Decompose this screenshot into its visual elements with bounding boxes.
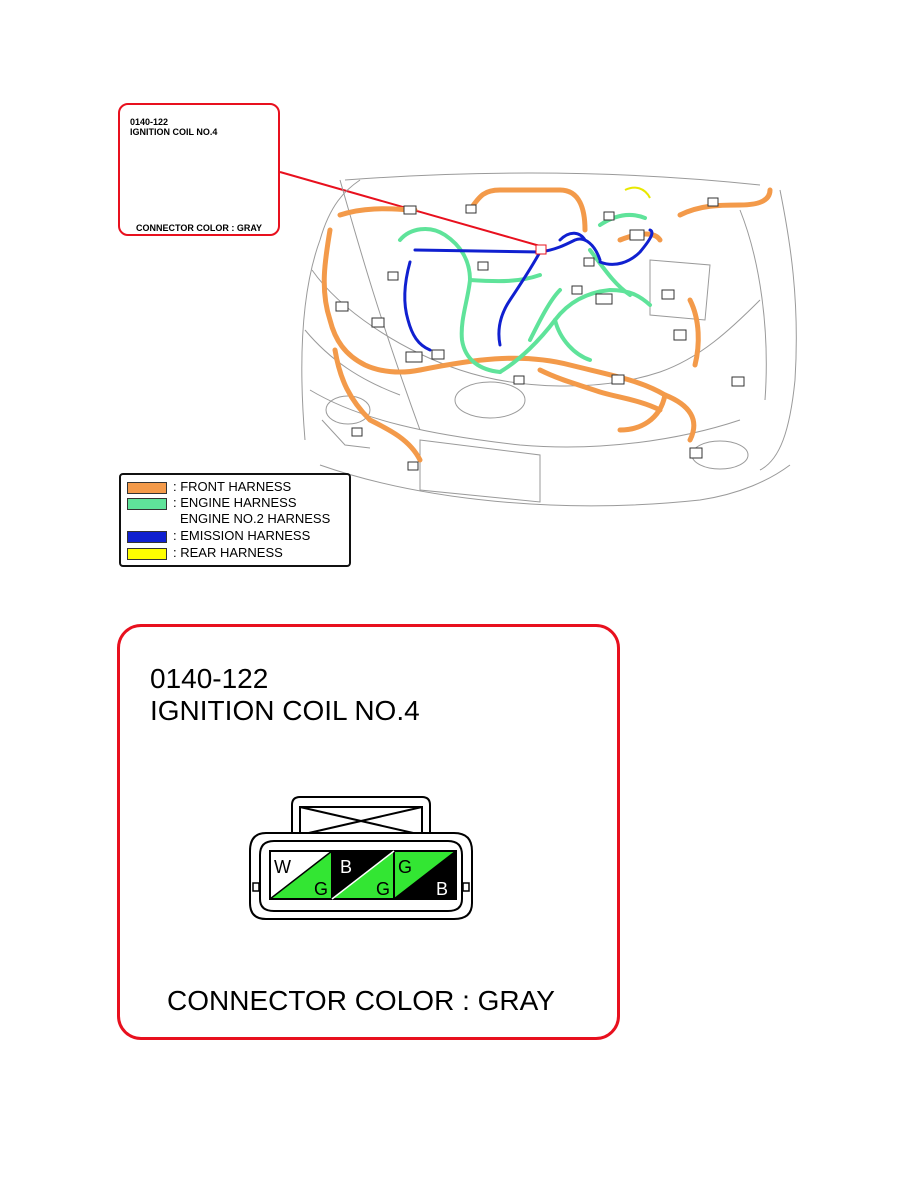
legend-item-front: : FRONT HARNESS bbox=[127, 480, 291, 494]
pin-3-top-label: G bbox=[398, 857, 412, 877]
pin-1-bottom-label: G bbox=[314, 879, 328, 899]
legend-swatch-emission bbox=[127, 530, 167, 543]
harness-legend: : FRONT HARNESS : ENGINE HARNESS ENGINE … bbox=[119, 473, 351, 567]
connector-detail-box: 0140-122 IGNITION COIL NO.4 bbox=[117, 624, 620, 1040]
harness-overview-diagram bbox=[163, 158, 797, 507]
vehicle-outline bbox=[301, 172, 797, 507]
legend-swatch-front bbox=[127, 481, 167, 494]
pin-2-top-label: B bbox=[340, 857, 352, 877]
legend-item-engine-no2: ENGINE NO.2 HARNESS bbox=[180, 511, 331, 526]
pin-1-top-label: W bbox=[274, 857, 291, 877]
legend-item-rear: : REAR HARNESS bbox=[127, 546, 283, 560]
legend-swatch-engine bbox=[127, 497, 167, 510]
legend-item-engine: : ENGINE HARNESS bbox=[127, 496, 297, 510]
connector-inset-box: 0140-122 IGNITION COIL NO.4 CONNECTOR CO… bbox=[118, 103, 280, 236]
engine-harness-wires bbox=[398, 212, 652, 374]
rear-harness-wire bbox=[624, 186, 651, 199]
connector-color-label: CONNECTOR COLOR : GRAY bbox=[167, 985, 555, 1016]
inset-connector-code: 0140-122 IGNITION COIL NO.4 bbox=[130, 117, 218, 137]
pin-3-bottom-label: B bbox=[436, 879, 448, 899]
legend-item-emission: : EMISSION HARNESS bbox=[127, 529, 310, 543]
front-harness-wires bbox=[321, 187, 773, 463]
emission-harness-wires bbox=[403, 228, 654, 352]
pin-2-bottom-label: G bbox=[376, 879, 390, 899]
connector-code: 0140-122 bbox=[150, 663, 269, 694]
connector-face-diagram: W G B G G B bbox=[249, 796, 473, 920]
inset-connector-name: IGNITION COIL NO.4 bbox=[130, 127, 218, 137]
connector-blocks bbox=[335, 197, 745, 471]
inset-connector-color: CONNECTOR COLOR : GRAY bbox=[136, 223, 263, 233]
legend-swatch-rear bbox=[127, 547, 167, 560]
connector-name: IGNITION COIL NO.4 bbox=[150, 695, 420, 726]
